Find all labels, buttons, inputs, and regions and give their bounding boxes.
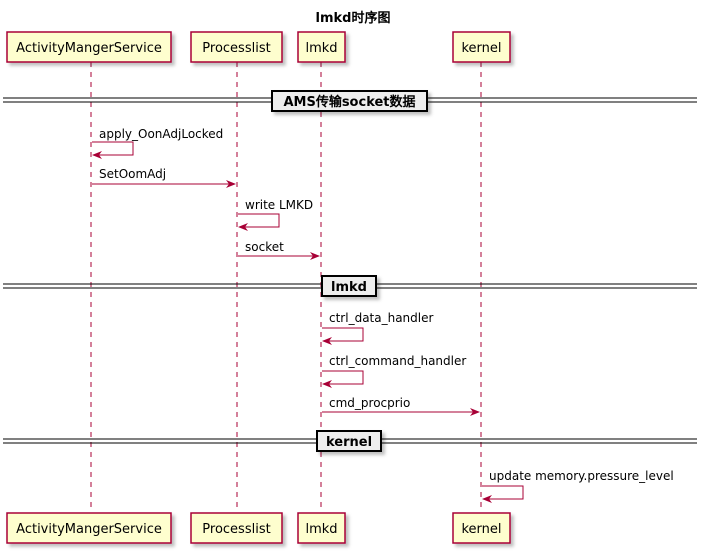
participant-lmkd-bottom[interactable]: lmkd (297, 512, 346, 544)
message-socket: socket (238, 240, 320, 260)
divider-lmkd: lmkd (3, 275, 697, 297)
participant-label: Processlist (202, 41, 270, 56)
participant-label: lmkd (305, 522, 337, 537)
message-setoomadj: SetOomAdj (92, 167, 236, 188)
participant-label: kernel (461, 41, 501, 56)
message-label: apply_OonAdjLocked (99, 127, 223, 141)
divider-label: lmkd (331, 280, 367, 295)
message-cmd-procprio: cmd_procprio (322, 396, 480, 416)
divider-ams-socket: AMS传输socket数据 (3, 90, 697, 112)
participant-label: lmkd (305, 41, 337, 56)
message-label: ctrl_data_handler (329, 311, 433, 325)
participant-kernel-bottom[interactable]: kernel (452, 512, 511, 544)
diagram-title: lmkd时序图 (316, 10, 391, 26)
participant-label: kernel (461, 522, 501, 537)
message-label: cmd_procprio (329, 396, 410, 410)
participant-kernel-top[interactable]: kernel (452, 31, 511, 63)
divider-label: AMS传输socket数据 (283, 94, 415, 110)
message-update-pressure-level: update memory.pressure_level (482, 469, 674, 503)
participant-processlist-bottom[interactable]: Processlist (190, 512, 283, 544)
participant-label: Processlist (202, 522, 270, 537)
message-label: ctrl_command_handler (329, 354, 466, 368)
participant-processlist-top[interactable]: Processlist (190, 31, 283, 63)
message-label: socket (245, 240, 284, 254)
participant-ams-top[interactable]: ActivityMangerService (6, 31, 172, 63)
message-ctrl-data-handler: ctrl_data_handler (322, 311, 433, 345)
message-label: write LMKD (245, 198, 313, 212)
divider-label: kernel (326, 435, 372, 450)
message-label: update memory.pressure_level (489, 469, 674, 483)
message-apply-oonadjlocked: apply_OonAdjLocked (92, 127, 223, 159)
participant-label: ActivityMangerService (16, 41, 162, 56)
message-write-lmkd: write LMKD (238, 198, 313, 231)
divider-kernel: kernel (3, 430, 697, 452)
participant-ams-bottom[interactable]: ActivityMangerService (6, 512, 172, 544)
message-ctrl-command-handler: ctrl_command_handler (322, 354, 466, 388)
participant-label: ActivityMangerService (16, 522, 162, 537)
message-label: SetOomAdj (99, 167, 166, 181)
participant-lmkd-top[interactable]: lmkd (297, 31, 346, 63)
